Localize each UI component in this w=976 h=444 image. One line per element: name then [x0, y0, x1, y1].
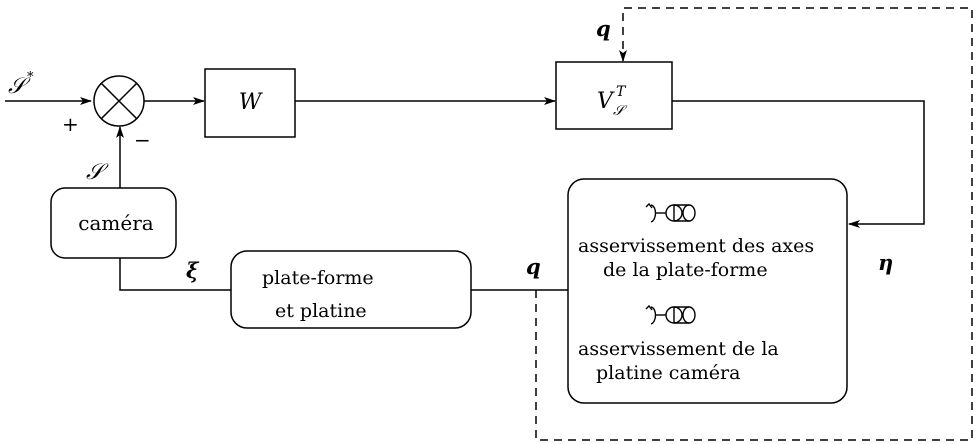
- summing-junction: [93, 75, 145, 127]
- xi-signal-line: [119, 258, 231, 291]
- servo-camera-line1: asservissement de la: [578, 338, 779, 360]
- eta-label: η: [878, 250, 893, 275]
- minus-sign: −: [134, 128, 151, 152]
- motor-icon: [645, 304, 696, 325]
- v-block: [555, 61, 673, 130]
- camera-block: [50, 187, 177, 259]
- q-mid-label: q: [526, 254, 541, 279]
- reference-input-label: 𝒮 *: [8, 70, 34, 99]
- plus-sign: +: [62, 112, 79, 136]
- servo-axes-line2: de la plate-forme: [603, 259, 768, 281]
- q-top-label: q: [596, 16, 611, 41]
- platform-label-line2: et platine: [275, 300, 367, 322]
- svg-text:V: V: [597, 89, 615, 114]
- svg-text:T: T: [616, 84, 627, 100]
- q-dashed-feedback: [535, 7, 973, 441]
- svg-text:*: *: [27, 70, 34, 85]
- servo-axes-line1: asservissement des axes: [578, 235, 814, 257]
- w-block: [204, 68, 296, 138]
- motor-icon: [645, 202, 696, 223]
- s-label: 𝒮: [86, 160, 109, 185]
- servo-camera-line2: platine caméra: [596, 362, 740, 384]
- camera-label: caméra: [78, 211, 153, 235]
- servo-block: [567, 178, 848, 404]
- eta-signal-arrow: [672, 100, 925, 228]
- platform-label-line1: plate-forme: [262, 267, 374, 289]
- w-block-label: W: [239, 90, 264, 115]
- xi-label: ξ: [186, 258, 200, 283]
